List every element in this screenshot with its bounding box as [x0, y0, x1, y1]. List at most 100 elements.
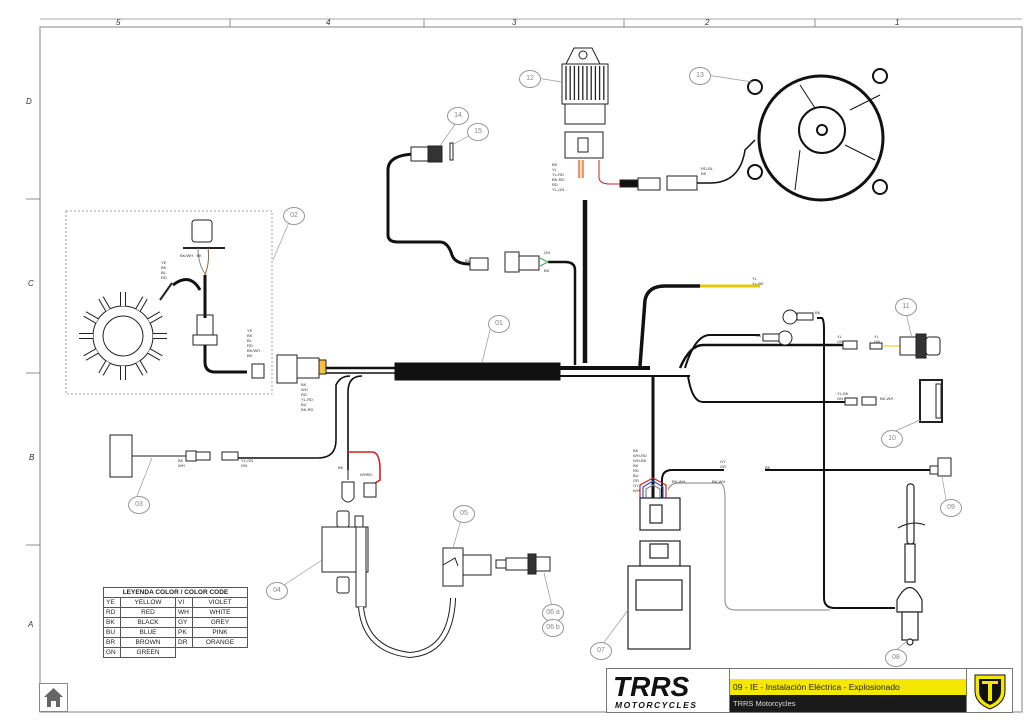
- legend-color: BROWN: [120, 637, 176, 648]
- zone-col-4: 4: [326, 18, 331, 27]
- wire-label-sw11-left: YL GN: [837, 334, 843, 344]
- document-title: 09 - IE - Instalación Eléctrica - Explos…: [730, 679, 966, 695]
- stator-pole: [99, 296, 110, 312]
- wire-label-conn10-left: YL-BK GN: [837, 391, 849, 401]
- callout-12: 12: [519, 70, 541, 88]
- legend-color: RED: [120, 607, 176, 618]
- callout-10: 10: [881, 430, 903, 448]
- callout-15: 15: [467, 123, 489, 141]
- legend-color: GREY: [192, 617, 248, 628]
- stator-pole: [136, 296, 147, 312]
- wire-label-conn10-right: BK-WH: [880, 396, 894, 401]
- sheet-frame: [39, 26, 1023, 713]
- regulator-part: [561, 47, 698, 191]
- callout-03: 03: [128, 496, 150, 514]
- pickup-sensor: [172, 219, 265, 379]
- connector-03: [109, 434, 239, 478]
- wire-label-cdi-bk: BK: [765, 465, 771, 470]
- legend-color: BLACK: [120, 617, 176, 628]
- wire-label-sensor-gn: GN: [544, 250, 550, 255]
- wire-label-fan: RD-BL BK: [701, 166, 714, 176]
- wire-label-ground-top: BK: [815, 310, 821, 315]
- legend-color: PINK: [192, 627, 248, 638]
- callout-08: 08: [885, 649, 907, 667]
- callout-07: 07: [590, 642, 612, 660]
- sensor-14: [410, 142, 550, 273]
- wire-label-sw11-right: YL GN: [874, 334, 880, 344]
- legend-color: GREEN: [120, 647, 176, 658]
- zone-row-d: D: [26, 97, 32, 106]
- home-icon: [44, 688, 63, 707]
- legend-code: BU: [103, 627, 121, 638]
- legend-color: WHITE: [192, 607, 248, 618]
- zone-col-3: 3: [512, 18, 517, 27]
- callout-11: 11: [895, 298, 917, 316]
- spark-plug: [495, 553, 551, 575]
- zone-col-5: 5: [116, 18, 121, 27]
- legend-color: ORANGE: [192, 637, 248, 648]
- callout-02: 02: [283, 207, 305, 225]
- cdi-wires: [639, 477, 667, 498]
- kill-switch-09: [929, 457, 952, 477]
- zone-col-1: 1: [895, 18, 900, 27]
- wire-label-ground-bottom: BK: [756, 333, 762, 338]
- legend-code: GY: [175, 617, 193, 628]
- connector-10: [844, 379, 943, 423]
- trrs-shield-icon: [966, 669, 1013, 712]
- stator-group-box: [65, 210, 273, 395]
- ignition-coil: [321, 510, 456, 659]
- legend-code: VI: [175, 597, 193, 608]
- callout-04: 04: [266, 582, 288, 600]
- logo-text: TRRS: [613, 671, 690, 702]
- stator-pole: [83, 349, 99, 360]
- zone-col-2: 2: [705, 18, 710, 27]
- legend-code: PK: [175, 627, 193, 638]
- legend-code: YE: [103, 597, 121, 608]
- wire-label-stator-top: YE BK BL RD: [161, 260, 167, 280]
- callout-09: 09: [940, 499, 962, 517]
- wire-label-conn03-right: YL-GN GN: [241, 458, 254, 468]
- wire-label-sensor-bk: BK: [544, 268, 550, 273]
- callout-leaders: [136, 74, 947, 654]
- cdi-unit: [627, 497, 691, 650]
- callout-13: 13: [689, 67, 711, 85]
- legend-color: VIOLET: [192, 597, 248, 608]
- legend-code: WH: [175, 607, 193, 618]
- wire-label-conn03-left: BK WH: [178, 458, 185, 468]
- wire-label-stator-plug: YE BK BL RD BK/WH BK: [247, 328, 261, 358]
- spark-plug-cap: [442, 547, 492, 587]
- legend-color: YELLOW: [120, 597, 176, 608]
- zone-row-c: C: [28, 279, 34, 288]
- legend-code: BR: [103, 637, 121, 648]
- callout-05: 05: [453, 505, 475, 523]
- sensor-08: [896, 483, 926, 646]
- stator-pole: [99, 360, 110, 376]
- stator-part: [79, 282, 173, 380]
- ground-terminals: [341, 309, 814, 503]
- wire-label-regulator: BK YL YL-RD BK-RD RD YL-GN: [552, 162, 565, 192]
- main-harness: [226, 152, 935, 611]
- callout-06b: 06 b: [542, 619, 564, 637]
- logo-tagline: MOTORCYCLES: [615, 700, 697, 710]
- wire-label-cdi-gy: GY GR: [720, 459, 726, 469]
- legend-code: RD: [103, 607, 121, 618]
- fan-part: [697, 68, 888, 202]
- stator-pole: [147, 312, 163, 323]
- wire-label-main-plug: BK WH RD YL-RD BU BK-RD: [301, 382, 314, 412]
- document-subtitle: TRRS Motorcycles: [730, 695, 966, 712]
- legend-code: BK: [103, 617, 121, 628]
- wire-label-sensor-left: BU: [465, 258, 471, 263]
- stator-pole: [136, 360, 147, 376]
- wire-label-coil-ground: BK: [338, 465, 344, 470]
- trrs-logo: TRRS MOTORCYCLES: [607, 669, 730, 712]
- zone-row-b: B: [29, 453, 35, 462]
- zone-ticks: [26, 19, 816, 546]
- stator-pole: [83, 312, 99, 323]
- home-button[interactable]: [39, 683, 68, 712]
- wire-label-pickup: BK/WH BK: [180, 253, 202, 258]
